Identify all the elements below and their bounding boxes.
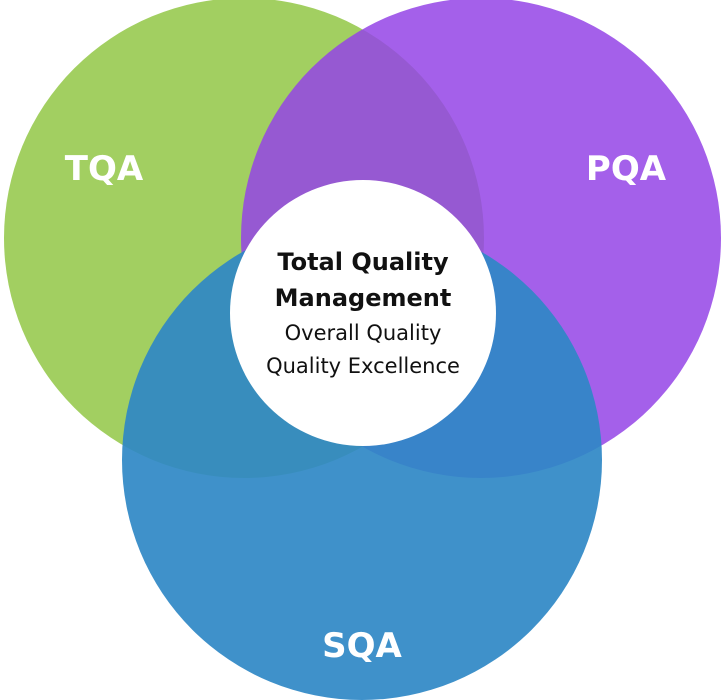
center-title-line2: Management (275, 284, 452, 312)
tqa-label: TQA (65, 149, 144, 189)
sqa-label: SQA (322, 626, 402, 666)
pqa-label: PQA (586, 149, 667, 189)
center-disk (230, 180, 496, 446)
center-line-overall-quality: Overall Quality (285, 321, 442, 345)
center-title-line1: Total Quality (277, 248, 449, 276)
center-line-quality-excellence: Quality Excellence (266, 354, 460, 378)
